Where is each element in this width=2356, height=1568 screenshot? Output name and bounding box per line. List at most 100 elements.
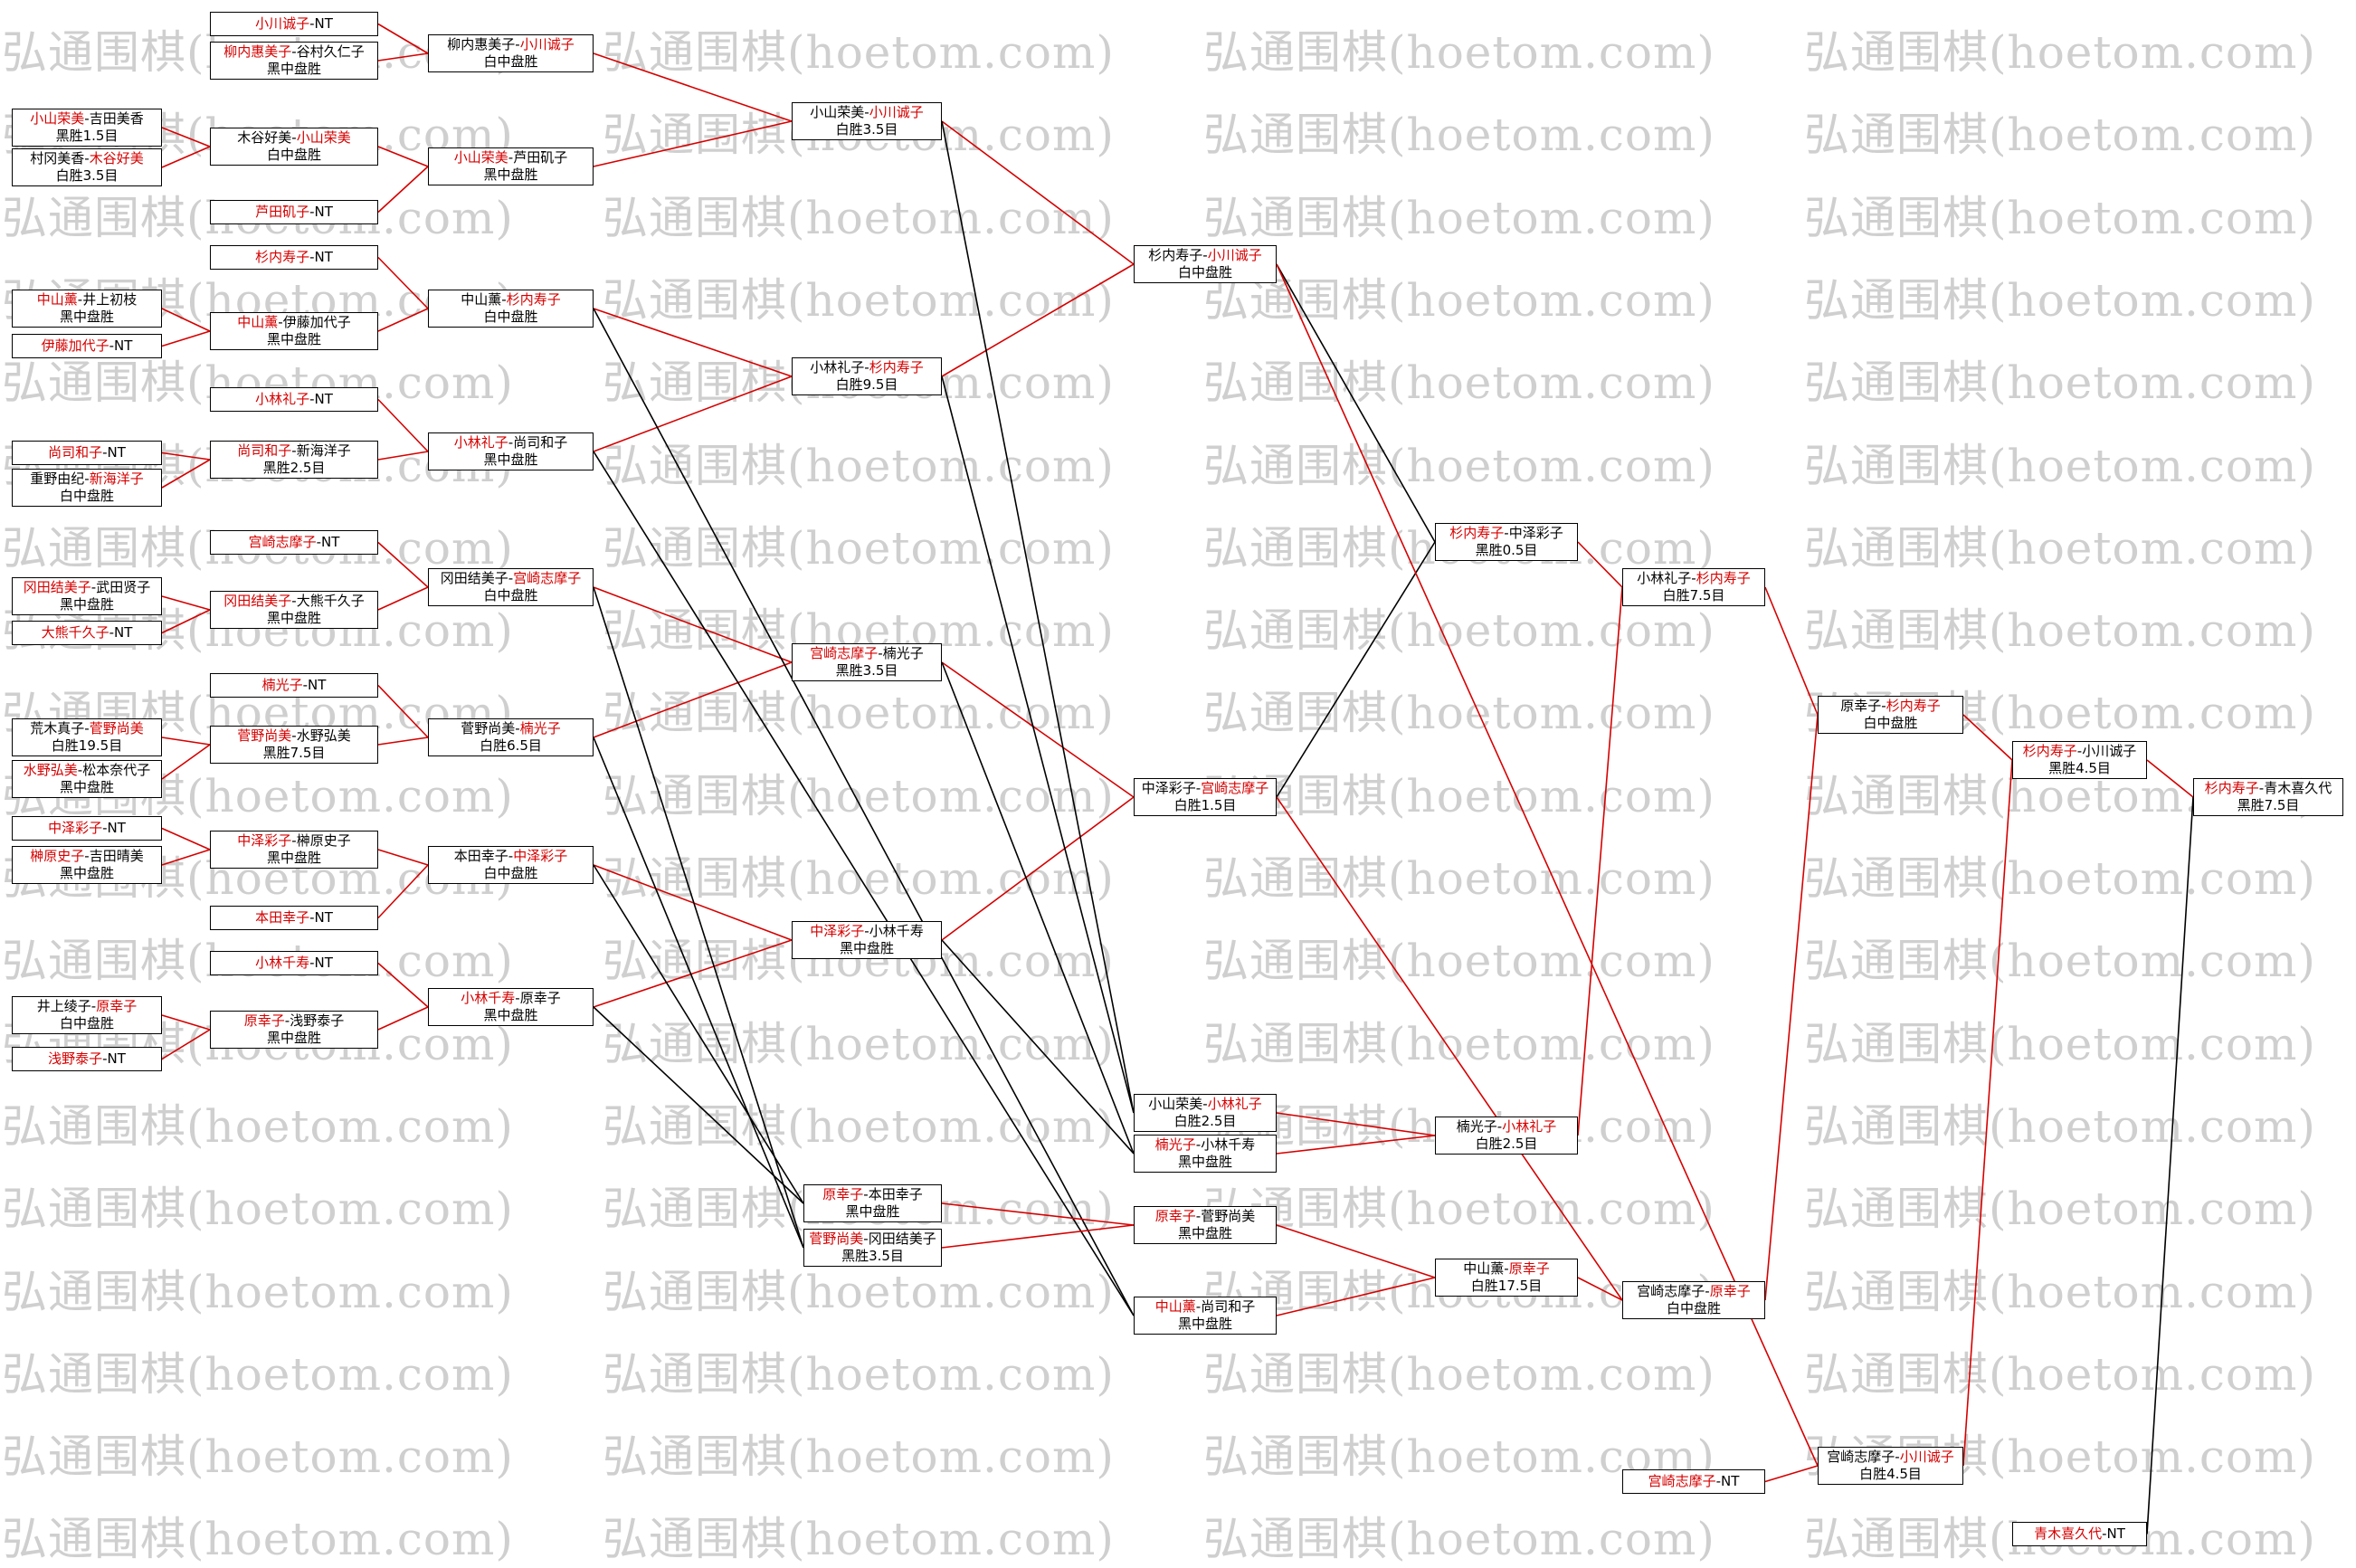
match-players: 杉内寿子-小川诚子 [1135, 247, 1276, 264]
player-name: -小川诚子 [2076, 743, 2137, 759]
match-players: 中泽彩子-小林千寿 [793, 923, 941, 940]
match-players: 小山荣美-小林礼子 [1135, 1096, 1276, 1113]
match-box-c4b6: 菅野尚美-冈田结美子黑胜3.5目 [803, 1229, 942, 1267]
match-result: 黑中盘胜 [59, 596, 114, 613]
winner-name: 杉内寿子 [1886, 698, 1941, 714]
match-players: 楠光子-小林礼子 [1436, 1118, 1577, 1136]
connector-c4b4-c5b2 [941, 796, 1135, 941]
match-players: 中泽彩子-宫崎志摩子 [1135, 780, 1276, 797]
match-box-c9b1: 杉内寿子-小川诚子黑胜4.5目 [2012, 741, 2147, 779]
match-players: 尚司和子-NT [13, 444, 161, 461]
match-box-c3b7: 本田幸子-中泽彩子白中盘胜 [428, 846, 594, 884]
connector-c2b13-c3b7 [377, 849, 429, 866]
match-box-c3b8: 小林千寿-原幸子黑中盘胜 [428, 988, 594, 1026]
match-box-c2b10: 冈田结美子-大熊千久子黑中盘胜 [210, 591, 378, 629]
match-players: 柳内惠美子-谷村久仁子 [211, 43, 377, 61]
player-name: 荒木真子- [30, 720, 90, 736]
connector-c5b4-c6b2 [1276, 1135, 1436, 1155]
player-name: -吉田美香 [84, 110, 144, 127]
match-result: 白胜3.5目 [835, 121, 898, 138]
match-players: 菅野尚美-水野弘美 [211, 727, 377, 745]
connector-c3b5-c4b3 [593, 586, 793, 663]
watermark-text: 弘通围棋(hoetom.com) [1804, 356, 2316, 410]
winner-name: 宫崎志摩子 [513, 570, 582, 586]
connector-c5b3-c6b2 [1276, 1112, 1436, 1136]
connector-c4b6-c5b5 [941, 1224, 1135, 1249]
player-name: 本田幸子- [453, 848, 514, 864]
connector-c1b2-c2b3 [161, 146, 211, 168]
match-players: 大熊千久子-NT [13, 624, 161, 641]
match-players: 小山荣美-吉田美香 [13, 110, 161, 128]
watermark-text: 弘通围棋(hoetom.com) [1203, 604, 1715, 658]
watermark-text: 弘通围棋(hoetom.com) [1804, 1265, 2316, 1318]
match-players: 宫崎志摩子-NT [1623, 1473, 1764, 1490]
player-name: -青木喜久代 [2258, 780, 2332, 796]
watermark-text: 弘通围棋(hoetom.com) [603, 1513, 1115, 1566]
match-result: 白胜17.5目 [1470, 1278, 1543, 1294]
watermark-text: 弘通围棋(hoetom.com) [1804, 1183, 2316, 1236]
match-result: 黑中盘胜 [266, 331, 321, 347]
player-name: 原幸子- [1840, 698, 1886, 714]
match-box-c5b6: 中山薰-尚司和子黑中盘胜 [1134, 1297, 1277, 1335]
match-players: 小林礼子-尚司和子 [429, 434, 593, 451]
player-name: -井上初枝 [77, 291, 138, 308]
connector-c4b1-c5b3 [941, 120, 1135, 1114]
watermark-text: 弘通围棋(hoetom.com) [2, 1265, 514, 1318]
winner-name: 伊藤加代子 [41, 337, 109, 354]
match-box-c1b8: 大熊千久子-NT [12, 621, 162, 645]
match-box-c1b13: 井上绫子-原幸子白中盘胜 [12, 996, 162, 1034]
match-players: 小林礼子-杉内寿子 [793, 359, 941, 376]
winner-name: 菅野尚美 [89, 720, 144, 736]
player-name: -原幸子 [515, 990, 561, 1006]
player-name: 柳内惠美子- [447, 36, 520, 52]
winner-name: 水野弘美 [23, 762, 78, 778]
connector-c4b2-c5b3 [941, 375, 1135, 1114]
connector-c4b5-c5b5 [941, 1202, 1135, 1226]
match-players: 冈田结美子-宫崎志摩子 [429, 570, 593, 587]
connector-c2b10-c3b5 [377, 586, 429, 611]
player-name: 宫崎志摩子- [1827, 1449, 1900, 1465]
watermark-text: 弘通围棋(hoetom.com) [1804, 1017, 2316, 1070]
match-players: 小山荣美-芦田矶子 [429, 149, 593, 166]
connector-c1b8-c2b10 [161, 609, 211, 634]
match-result: 白中盘胜 [483, 587, 538, 603]
connector-c9b1-c10b1 [2146, 759, 2194, 798]
match-box-c2b8: 尚司和子-新海洋子黑胜2.5目 [210, 441, 378, 479]
winner-name: 小林礼子 [255, 391, 310, 407]
connector-c3b7-c4b5 [593, 864, 804, 1204]
match-players: 尚司和子-新海洋子 [211, 442, 377, 460]
watermark-text: 弘通围棋(hoetom.com) [1203, 356, 1715, 410]
match-box-c3b5: 冈田结美子-宫崎志摩子白中盘胜 [428, 568, 594, 606]
match-box-c3b4: 小林礼子-尚司和子黑中盘胜 [428, 432, 594, 470]
match-result: 黑胜7.5目 [262, 745, 326, 761]
connector-c3b6-c4b6 [593, 736, 804, 1249]
winner-name: 中泽彩子 [810, 923, 865, 939]
winner-name: 中山薰 [1154, 1298, 1196, 1315]
watermark-text: 弘通围棋(hoetom.com) [1203, 1183, 1715, 1236]
connector-c2b1-c3b1 [377, 23, 429, 54]
watermark-text: 弘通围棋(hoetom.com) [1804, 604, 2316, 658]
winner-name: 小林千寿 [255, 955, 310, 971]
winner-name: 原幸子 [822, 1186, 864, 1202]
connector-c4b2-c5b1 [941, 263, 1135, 377]
player-name: 小山荣美- [1148, 1096, 1208, 1112]
winner-name: 原幸子 [1154, 1208, 1196, 1224]
connector-c5b2-c6b1 [1276, 541, 1436, 798]
watermark-text: 弘通围棋(hoetom.com) [603, 1099, 1115, 1153]
connector-c8b2-c9b1 [1962, 759, 2013, 1467]
connector-c3b2-c4b1 [593, 120, 793, 167]
match-box-c2b2: 柳内惠美子-谷村久仁子黑中盘胜 [210, 42, 378, 80]
player-name: -NT [2102, 1525, 2125, 1542]
player-name: -NT [102, 1050, 126, 1067]
match-result: 白中盘胜 [1177, 264, 1232, 280]
winner-name: 小山荣美 [296, 129, 351, 146]
connector-c3b4-c4b2 [593, 375, 793, 452]
connector-c2b12-c3b6 [377, 736, 429, 746]
watermark-text: 弘通围棋(hoetom.com) [603, 1017, 1115, 1070]
match-result: 黑胜3.5目 [835, 662, 898, 679]
connector-c3b6-c4b3 [593, 661, 793, 738]
match-result: 白中盘胜 [483, 53, 538, 70]
match-result: 黑中盘胜 [839, 940, 894, 956]
connector-c1b14-c2b16 [161, 1029, 211, 1060]
match-box-c6b1: 杉内寿子-中泽彩子黑胜0.5目 [1435, 523, 1578, 561]
